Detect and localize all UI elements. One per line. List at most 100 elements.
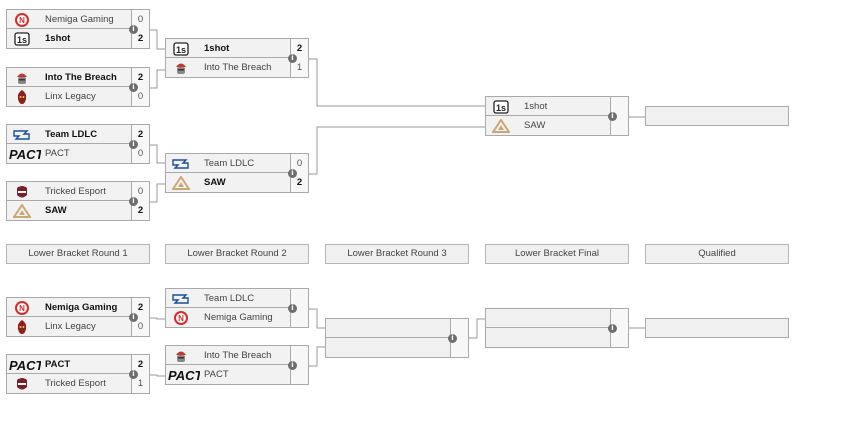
nemiga-logo-icon: N [10, 300, 34, 315]
team-name: Linx Legacy [45, 321, 96, 332]
team-score [290, 308, 308, 327]
team-ldlc-logo-icon [10, 127, 34, 142]
match-info-icon[interactable]: i [129, 313, 138, 322]
team-row[interactable]: N Nemiga Gaming 2 [6, 297, 150, 317]
into-the-breach-logo-icon [10, 70, 34, 85]
team-name: Tricked Esport [45, 186, 106, 197]
team-score: 2 [290, 39, 308, 58]
team-name: SAW [45, 205, 67, 216]
match-info-icon[interactable]: i [608, 112, 617, 121]
team-row[interactable]: N Nemiga Gaming [165, 308, 309, 328]
team-name: 1shot [45, 33, 71, 44]
team-row[interactable]: Tricked Esport 0 [6, 181, 150, 201]
lower-round-3-label: Lower Bracket Round 3 [325, 244, 469, 264]
team-row[interactable]: 1s 1shot [485, 96, 629, 116]
team-score [450, 338, 468, 357]
team-name: Into The Breach [204, 62, 272, 73]
team-name: Nemiga Gaming [45, 302, 118, 313]
team-score: 0 [131, 10, 149, 29]
team-row[interactable]: PACT PACT 0 [6, 144, 150, 164]
svg-text:PACT: PACT [9, 147, 41, 161]
team-name: SAW [524, 120, 546, 131]
team-row[interactable]: PACT PACT [165, 365, 309, 385]
qualified-label: Qualified [645, 244, 789, 264]
into-the-breach-logo-icon [169, 60, 193, 75]
team-score [450, 319, 468, 338]
team-score: 0 [131, 317, 149, 336]
team-row-empty [325, 318, 469, 338]
lower-round-2-label: Lower Bracket Round 2 [165, 244, 309, 264]
team-row[interactable]: N Nemiga Gaming 0 [6, 9, 150, 29]
match-info-icon[interactable]: i [129, 25, 138, 34]
team-row[interactable]: Into The Breach 2 [6, 67, 150, 87]
match-info-icon[interactable]: i [129, 197, 138, 206]
team-score [610, 309, 628, 328]
match-info-icon[interactable]: i [288, 361, 297, 370]
team-score [610, 116, 628, 135]
team-score [610, 328, 628, 347]
team-name: SAW [204, 177, 226, 188]
team-row[interactable]: Linx Legacy 0 [6, 87, 150, 107]
team-score: 2 [131, 29, 149, 48]
svg-text:1s: 1s [496, 103, 506, 113]
match-info-icon[interactable]: i [608, 324, 617, 333]
pact-logo-icon: PACT [168, 367, 200, 382]
team-score [290, 365, 308, 384]
team-row[interactable]: Tricked Esport 1 [6, 374, 150, 394]
match-info-icon[interactable]: i [448, 334, 457, 343]
linx-legacy-logo-icon [10, 89, 34, 104]
team-score: 0 [131, 87, 149, 106]
team-row[interactable]: SAW 2 [165, 173, 309, 193]
match-info-icon[interactable]: i [129, 140, 138, 149]
team-score: 2 [290, 173, 308, 192]
svg-text:PACT: PACT [168, 368, 200, 382]
match-info-icon[interactable]: i [288, 169, 297, 178]
match-info-icon[interactable]: i [288, 54, 297, 63]
team-row[interactable]: Team LDLC [165, 288, 309, 308]
svg-text:N: N [178, 314, 184, 323]
1shot-logo-icon: 1s [169, 41, 193, 56]
into-the-breach-logo-icon [169, 348, 193, 363]
nemiga-logo-icon: N [169, 310, 193, 325]
qualified-slot [645, 318, 789, 338]
saw-logo-icon [489, 118, 513, 133]
team-name: 1shot [524, 101, 548, 112]
saw-logo-icon [169, 175, 193, 190]
team-row[interactable]: 1s 1shot 2 [6, 29, 150, 49]
svg-text:1s: 1s [176, 45, 186, 55]
team-score: 0 [131, 182, 149, 201]
team-row-empty [485, 328, 629, 348]
team-row[interactable]: 1s 1shot 2 [165, 38, 309, 58]
team-name: Into The Breach [204, 350, 272, 361]
team-row[interactable]: Into The Breach [165, 345, 309, 365]
team-score [290, 346, 308, 365]
lower-final-label: Lower Bracket Final [485, 244, 629, 264]
match-info-icon[interactable]: i [129, 370, 138, 379]
team-score [290, 289, 308, 308]
team-score: 0 [131, 144, 149, 163]
match-info-icon[interactable]: i [288, 304, 297, 313]
team-score: 2 [131, 355, 149, 374]
team-row[interactable]: Team LDLC 0 [165, 153, 309, 173]
team-score: 2 [131, 68, 149, 87]
team-name: PACT [45, 148, 70, 159]
match-info-icon[interactable]: i [129, 83, 138, 92]
team-row[interactable]: SAW 2 [6, 201, 150, 221]
svg-text:N: N [19, 16, 25, 25]
team-row[interactable]: SAW [485, 116, 629, 136]
team-row[interactable]: PACT PACT 2 [6, 354, 150, 374]
team-name: Tricked Esport [45, 378, 106, 389]
team-row-empty [485, 308, 629, 328]
team-name: Nemiga Gaming [204, 312, 273, 323]
team-name: Team LDLC [204, 158, 255, 169]
team-score: 1 [290, 58, 308, 77]
team-row[interactable]: Into The Breach 1 [165, 58, 309, 78]
svg-text:1s: 1s [17, 35, 27, 45]
svg-text:N: N [19, 304, 25, 313]
pact-logo-icon: PACT [9, 357, 41, 372]
team-name: Nemiga Gaming [45, 14, 114, 25]
team-row[interactable]: Team LDLC 2 [6, 124, 150, 144]
linx-legacy-logo-icon [10, 319, 34, 334]
team-row[interactable]: Linx Legacy 0 [6, 317, 150, 337]
